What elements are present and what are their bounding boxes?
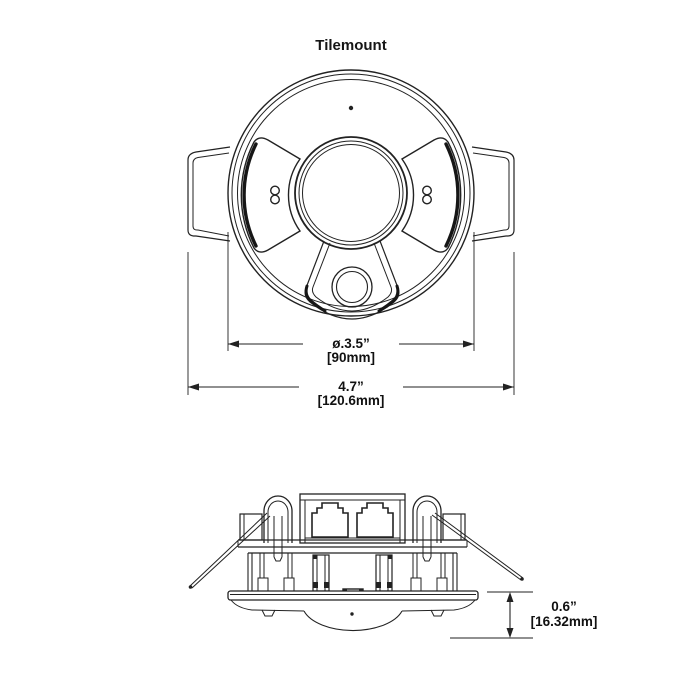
left-latch-rail: [312, 554, 330, 592]
rj45-jack-left: [311, 502, 349, 538]
center-lens: [294, 136, 408, 250]
led-indicator-dot: [348, 105, 354, 111]
left-spring-tower: [263, 495, 293, 562]
bottom-pivot-bracket: [304, 240, 400, 320]
overall-dim-mm: [120.6mm]: [318, 393, 385, 408]
depth-dimension: 0.6” [16.32mm]: [450, 591, 598, 639]
left-wing-vent: [240, 137, 302, 253]
trim-plate: [227, 590, 479, 601]
page-title: Tilemount: [315, 37, 386, 54]
diameter-dim-mm: [90mm]: [327, 350, 375, 365]
top-view-drawing: ø.3.5” [90mm] 4.7” [120.6mm]: [187, 69, 515, 408]
depth-dim-mm: [16.32mm]: [531, 614, 598, 629]
depth-dim-inches: 0.6”: [551, 599, 577, 614]
dome-lens: [230, 599, 476, 632]
left-spring-arm: [188, 512, 271, 589]
rj45-jack-right: [356, 502, 394, 538]
overall-dim-inches: 4.7”: [338, 379, 364, 394]
right-spring-arm: [431, 512, 524, 581]
right-spring-clip: [471, 146, 515, 242]
left-spring-clip: [187, 146, 231, 242]
diameter-dim-inches: ø.3.5”: [332, 336, 370, 351]
overall-width-dimension: 4.7” [120.6mm]: [187, 252, 515, 408]
right-wing-vent: [400, 137, 462, 253]
side-view-drawing: 0.6” [16.32mm]: [188, 493, 598, 639]
right-spring-tower: [412, 495, 442, 562]
housing-body: [237, 539, 468, 592]
right-latch-rail: [375, 554, 393, 592]
rj45-connector-box: [299, 493, 406, 544]
diameter-dimension: ø.3.5” [90mm]: [227, 232, 475, 365]
